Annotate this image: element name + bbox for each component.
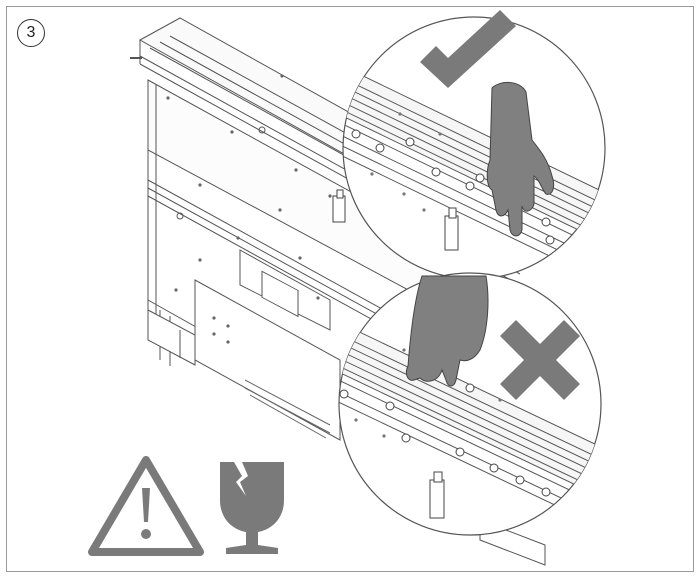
hand-icon bbox=[486, 82, 555, 237]
checkmark-icon bbox=[420, 10, 516, 88]
cross-icon bbox=[500, 320, 580, 400]
detail-circle-correct bbox=[342, 10, 606, 280]
frame-screws bbox=[166, 74, 332, 344]
step-number-badge: 3 bbox=[17, 19, 45, 47]
hand-icon bbox=[405, 275, 489, 387]
warning-triangle-icon bbox=[88, 456, 204, 556]
fragile-glass-icon bbox=[220, 462, 284, 554]
frame-latch bbox=[332, 189, 346, 223]
step-number: 3 bbox=[26, 24, 36, 41]
